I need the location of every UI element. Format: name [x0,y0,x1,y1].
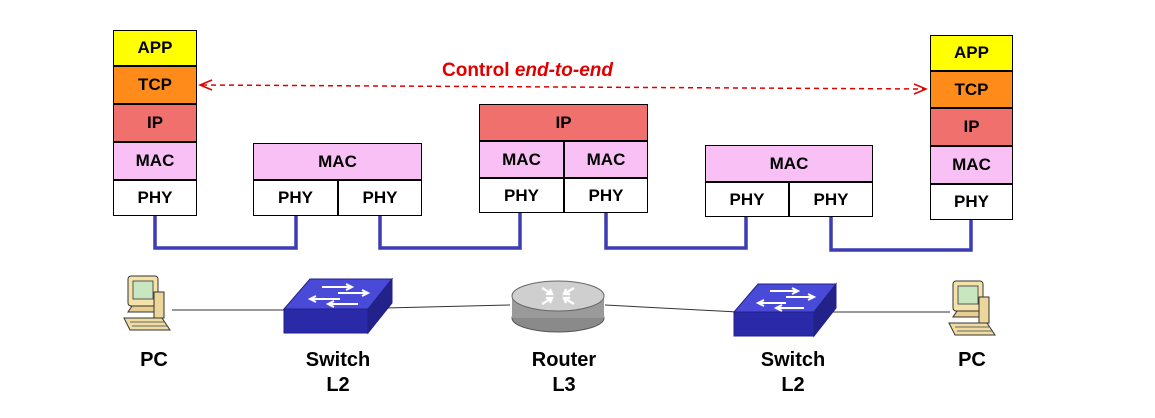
device-layer: L2 [326,374,350,396]
device-name: Router [531,349,597,371]
pc-right-ip-layer: IP [930,108,1013,146]
control-text-em: end-to-end [514,60,613,81]
cable-router-switch2 [604,304,739,313]
router-ip-layer: IP [479,104,648,141]
router-mac-b-layer: MAC [564,141,648,178]
device-layer: L2 [781,374,805,396]
pc-left-ip-layer: IP [113,104,197,142]
control-label: Control end-to-end [442,60,613,82]
router-icon [511,280,605,333]
router-mac-a-layer: MAC [479,141,564,178]
device-name: PC [958,349,986,371]
device-label-router: Router L3 [504,348,624,398]
phy-link-pc-switch1 [153,215,298,250]
device-layer: L3 [552,374,576,396]
switch2-mac-layer: MAC [705,145,873,182]
switch-icon [732,282,838,338]
router-phy-b-layer: PHY [564,178,648,213]
pc-icon [948,280,996,336]
pc-left-mac-layer: MAC [113,142,197,180]
phy-link-switch2-pc [829,215,973,252]
device-label-pc-left: PC [94,348,214,373]
pc-right-phy-layer: PHY [930,184,1013,220]
switch1-mac-layer: MAC [253,143,422,180]
pc-left-app-layer: APP [113,30,197,66]
device-label-pc-right: PC [912,348,1032,373]
control-arrowhead-left [198,79,213,91]
control-text: Control [442,60,510,81]
pc-right-app-layer: APP [930,35,1013,71]
switch2-phy-a-layer: PHY [705,182,789,217]
control-arrowhead-right [913,83,928,95]
router-phy-a-layer: PHY [479,178,564,213]
control-arrow [201,84,925,90]
pc-left-tcp-layer: TCP [113,66,197,104]
device-name: Switch [305,349,371,371]
device-label-switch1: Switch L2 [278,348,398,398]
pc-left-phy-layer: PHY [113,180,197,216]
switch1-phy-b-layer: PHY [338,180,422,216]
switch-icon [282,277,394,335]
pc-icon [123,275,171,331]
pc-right-tcp-layer: TCP [930,71,1013,108]
device-name: PC [140,349,168,371]
phy-link-router-switch2 [604,212,748,250]
pc-right-mac-layer: MAC [930,146,1013,184]
switch2-phy-b-layer: PHY [789,182,873,217]
cable-switch1-router [384,304,511,309]
device-name: Switch [760,349,826,371]
switch1-phy-a-layer: PHY [253,180,338,216]
device-label-switch2: Switch L2 [733,348,853,398]
phy-link-switch1-router [378,212,522,250]
